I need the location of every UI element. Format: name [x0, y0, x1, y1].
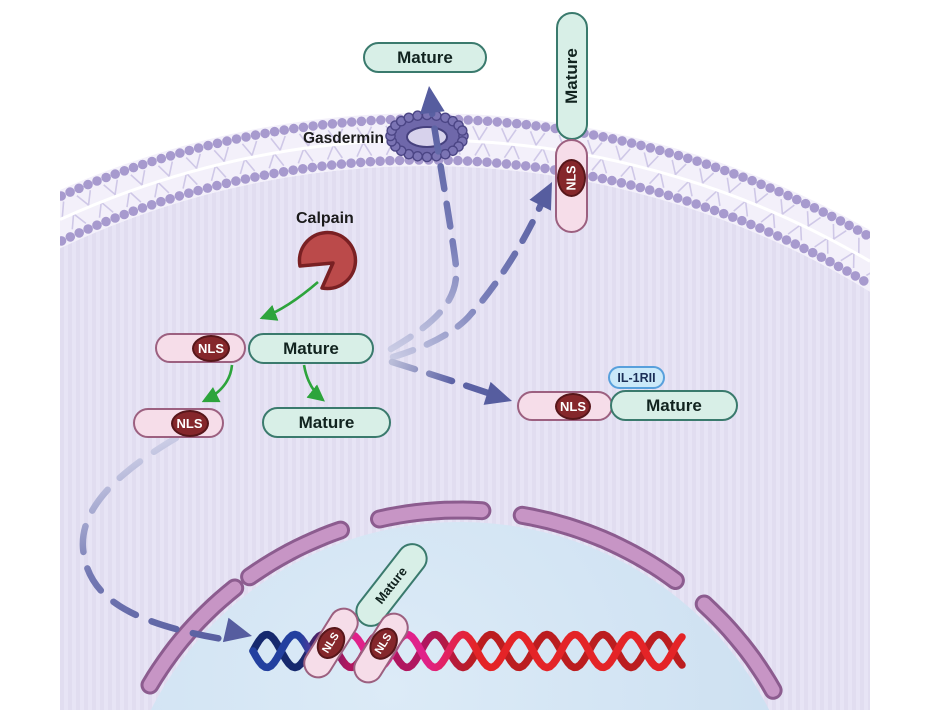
gasdermin-pore — [385, 109, 469, 163]
precursor-mature-label: Mature — [283, 338, 339, 358]
complex-nls-pill: NLS — [517, 391, 613, 421]
mature-product-arrow — [302, 364, 325, 402]
calpain-cleavage-arrow — [259, 281, 319, 321]
receptor-nls-oval: NLS — [557, 159, 586, 197]
cleaved-nls-pill: NLS — [133, 408, 224, 438]
receptor-mature-label: Mature — [562, 48, 582, 104]
dna-nls-label-2: NLS — [372, 631, 395, 657]
plasma-membrane-band — [60, 112, 870, 292]
precursor-nls-pill: NLS — [155, 333, 246, 363]
cleaved-nls-label: NLS — [176, 415, 203, 431]
receptor-mature-pill: Mature — [556, 12, 588, 140]
cleaved-nls-oval: NLS — [170, 409, 209, 437]
calpain-enzyme — [297, 230, 358, 291]
precursor-nls-oval: NLS — [192, 334, 230, 362]
dna-nls-label-1: NLS — [320, 630, 342, 656]
precursor-nls-label: NLS — [198, 340, 224, 356]
arrow-to-membrane-receptor — [389, 196, 547, 361]
il1rii-pill: IL-1RII — [608, 366, 665, 389]
nuclear-envelope — [140, 500, 783, 700]
receptor-nls-pill: NLS — [555, 139, 588, 233]
secreted-mature-label: Mature — [397, 47, 453, 67]
gasdermin-label: Gasdermin — [303, 130, 384, 147]
membrane-midline — [60, 138, 870, 263]
complex-mature-label: Mature — [646, 395, 702, 415]
il1rii-label: IL-1RII — [617, 370, 656, 385]
receptor-nls-label: NLS — [564, 165, 579, 191]
nls-product-arrow — [201, 364, 234, 403]
translocation-arrows — [79, 86, 552, 643]
complex-nls-oval: NLS — [555, 392, 591, 420]
calpain-label: Calpain — [296, 210, 354, 227]
cleaved-mature-pill: Mature — [262, 407, 391, 438]
complex-mature-pill: Mature — [610, 390, 738, 421]
arrow-secretion-through-pore — [387, 96, 460, 353]
cleavage-arrows — [201, 281, 325, 403]
precursor-mature-pill: Mature — [248, 333, 374, 364]
cleaved-mature-label: Mature — [298, 412, 355, 432]
complex-nls-label: NLS — [560, 398, 586, 414]
arrow-nls-to-nucleus — [79, 434, 226, 643]
secreted-mature-pill: Mature — [363, 42, 487, 73]
